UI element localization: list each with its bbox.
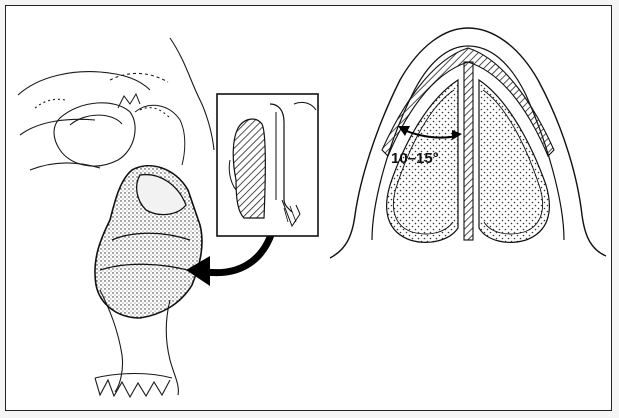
nasal-bone-sketch (118, 94, 185, 165)
angle-label: 10–15° (391, 150, 439, 167)
inset-detail (217, 94, 318, 236)
nasal-implant (95, 166, 202, 318)
nasal-cross-section (330, 28, 606, 258)
